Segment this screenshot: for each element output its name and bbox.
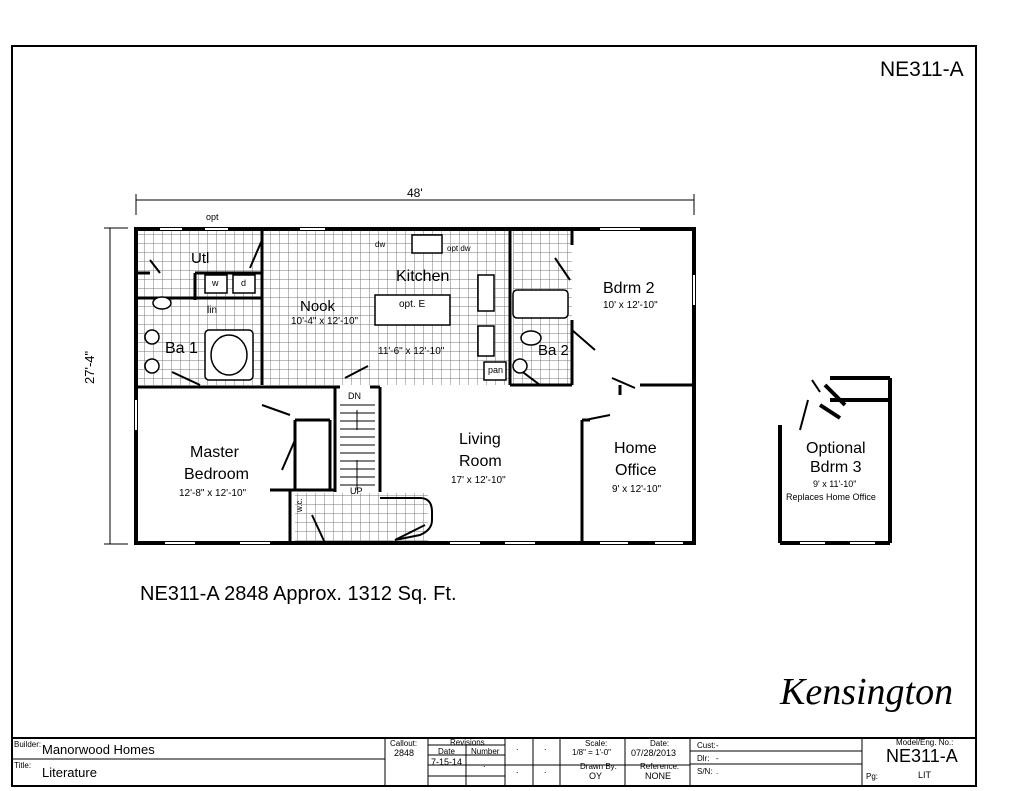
title-value: Literature (42, 765, 97, 780)
master-size: 12'-8" x 12'-10" (179, 488, 247, 499)
washer-label: w (212, 278, 219, 288)
plan-name: Kensington (780, 671, 954, 713)
optional-name-1: Optional (806, 440, 866, 457)
optional-note: Replaces Home Office (786, 492, 876, 502)
fixtures (144, 234, 569, 381)
master-name-2: Bedroom (184, 466, 249, 483)
callout-label: Callout: (390, 739, 418, 748)
width-dimension (135, 194, 695, 215)
opt-dishwasher-label: opt dw (447, 244, 471, 253)
drawn-label: Drawn By: (580, 762, 617, 771)
bedroom2-size: 10' x 12'-10" (603, 300, 658, 311)
dlr-label: Dlr: (697, 754, 710, 763)
reference-value: NONE (645, 771, 672, 781)
scale-label: Scale: (585, 739, 608, 748)
optional-door-swings (799, 379, 821, 431)
title-label: Title: (14, 761, 32, 770)
title-block-grid (12, 737, 976, 786)
kitchen-name: Kitchen (396, 268, 450, 285)
sn-label: S/N: (697, 767, 713, 776)
rev-dot-1: . (516, 742, 519, 752)
bath1-label: Ba 1 (165, 340, 198, 357)
optional-bdrm3-walls (778, 376, 892, 545)
builder-label: Builder: (14, 740, 42, 749)
optional-size: 9' x 11'-10" (813, 479, 857, 489)
rev-dot-3: . (516, 765, 519, 775)
depth-dimension-label: 27'-4" (82, 350, 97, 384)
rev-dot-4: . (544, 765, 547, 775)
toilet-1 (152, 296, 172, 310)
plan-summary: NE311-A 2848 Approx. 1312 Sq. Ft. (140, 583, 457, 605)
kitchen-sink (411, 234, 443, 254)
refrigerator (477, 325, 495, 357)
master-name-1: Master (190, 444, 239, 461)
model-code: NE311-A (880, 58, 964, 81)
stairs-up-label: UP (350, 486, 363, 496)
kitchen-island-label: opt. E (399, 299, 426, 310)
reference-label: Reference: (640, 762, 680, 771)
sink-2 (144, 358, 160, 374)
drawn-value: OY (589, 771, 603, 781)
nook-name: Nook (300, 298, 336, 315)
water-closet-label: w.c. (295, 498, 304, 512)
kitchen-size: 11'-6" x 12'-10" (378, 346, 445, 357)
range (477, 274, 495, 312)
cust-value: - (716, 741, 719, 750)
utility-label: Utl (191, 250, 210, 267)
model-value: NE311-A (886, 746, 958, 766)
sink-1 (144, 329, 160, 345)
living-size: 17' x 12'-10" (451, 475, 506, 486)
nook-size: 10'-4" x 12'-10" (291, 316, 359, 327)
dryer-label: d (241, 278, 247, 288)
dryer (232, 274, 256, 294)
living-name-2: Room (459, 453, 502, 470)
rev-dot-2: . (544, 742, 547, 752)
page-label: Pg: (866, 772, 879, 781)
rev-date-label: Date (438, 747, 455, 756)
opt-window-label: opt (206, 212, 219, 222)
windows (135, 228, 695, 544)
builder-value: Manorwood Homes (42, 742, 155, 757)
callout-value: 2848 (394, 748, 415, 758)
bath2-label: Ba 2 (538, 342, 569, 359)
pantry-label: pan (488, 365, 504, 375)
pantry (483, 361, 507, 381)
sink-3 (512, 358, 528, 374)
living-name-1: Living (459, 431, 501, 448)
model-label: Model/Eng. No.: (896, 738, 954, 747)
office-name-1: Home (614, 440, 657, 457)
sn-value: . (716, 767, 719, 776)
dishwasher-label: dw (375, 240, 386, 249)
door-swings (149, 239, 636, 544)
office-name-2: Office (615, 462, 657, 479)
date2-label: Date: (650, 739, 670, 748)
washer (204, 274, 228, 294)
bathtub-2 (512, 289, 569, 319)
date2-value: 07/28/2013 (631, 748, 677, 758)
toilet-2 (520, 330, 542, 346)
bedroom2-name: Bdrm 2 (603, 280, 655, 297)
sheet-border (11, 45, 977, 787)
stairs-down-label: DN (348, 391, 361, 401)
width-dimension-label: 48' (407, 186, 423, 200)
revisions-label: Revisions (450, 738, 485, 747)
dlr-value: - (716, 754, 719, 763)
optional-name-2: Bdrm 3 (810, 459, 862, 476)
patio (380, 497, 433, 541)
stair-treads (340, 404, 375, 490)
interior-walls (136, 231, 694, 543)
page-value: LIT (918, 770, 932, 780)
office-size: 9' x 12'-10" (612, 484, 662, 495)
depth-dimension (104, 227, 128, 545)
scale-value: 1/8" = 1'-0" (572, 748, 612, 757)
cust-label: Cust: (697, 741, 716, 750)
linen-label: lin (207, 305, 218, 316)
revision-date: 7-15-14 (431, 757, 463, 767)
kitchen-island (374, 294, 451, 326)
rev-number-label: Number (471, 747, 500, 756)
rev-number-dot: . (483, 759, 486, 769)
